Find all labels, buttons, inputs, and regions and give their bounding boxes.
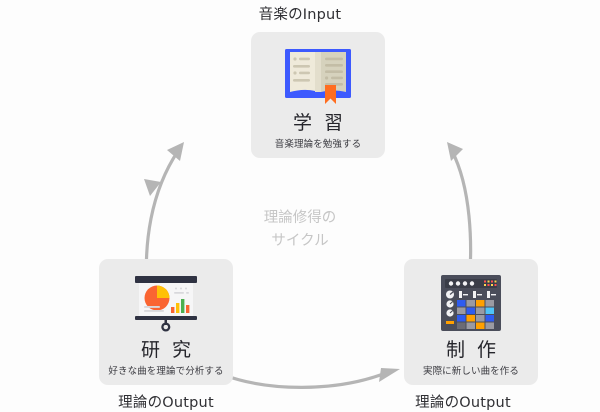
card-research[interactable]: 研 究 好きな曲を理論で分析する [99, 259, 233, 385]
center-caption-line-2: サイクル [271, 233, 329, 249]
open-book-icon [281, 45, 355, 107]
center-caption: 理論修得の サイクル [264, 207, 337, 253]
arrowhead-bottom-right [379, 368, 400, 382]
label-music-input: 音楽のInput [258, 7, 342, 23]
arrowhead-up-right-arc [447, 142, 463, 161]
arc-bottom [220, 371, 387, 389]
card-study-title: 学 習 [292, 112, 347, 134]
card-research-subtitle: 好きな曲を理論で分析する [108, 366, 224, 377]
card-produce[interactable]: 制 作 実際に新しい曲を作る [404, 259, 538, 385]
arrowhead-down-left-arc [144, 179, 161, 196]
center-caption-line-1: 理論修得の [263, 210, 337, 226]
label-theory-output-left: 理論のOutput [118, 395, 214, 411]
card-study[interactable]: 学 習 音楽理論を勉強する [251, 32, 385, 158]
arrowhead-up-left-arc [167, 142, 184, 161]
card-produce-subtitle: 実際に新しい曲を作る [422, 366, 519, 377]
card-research-title: 研 究 [140, 339, 195, 361]
cycle-diagram: 音楽のInput 理論のOutput 理論のOutput 理論修得の サイクル [99, 7, 538, 411]
drum-machine-icon [440, 272, 502, 334]
presentation-chart-icon [131, 272, 201, 334]
card-study-subtitle: 音楽理論を勉強する [274, 139, 362, 150]
label-theory-output-right: 理論のOutput [415, 395, 511, 411]
card-produce-title: 制 作 [445, 339, 500, 361]
